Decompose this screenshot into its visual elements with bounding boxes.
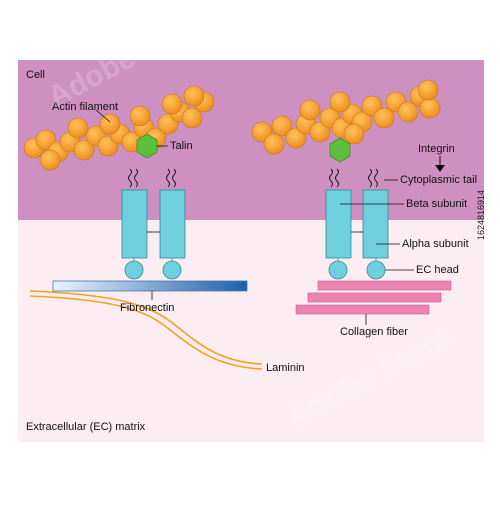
- talin-label: Talin: [170, 140, 193, 152]
- laminin-fiber: [29, 290, 263, 370]
- integrin-left: [121, 189, 186, 280]
- ec-matrix-label: Extracellular (EC) matrix: [26, 421, 146, 433]
- ec-matrix-region: [18, 220, 484, 442]
- cytoplasmic-tails-left: [128, 168, 176, 188]
- cyto-tail-label: Cytoplasmic tail: [400, 174, 477, 186]
- cytoplasmic-tails-right: [329, 168, 378, 188]
- beta-label: Beta subunit: [406, 198, 467, 210]
- integrin-arrow: [435, 156, 445, 172]
- actin-filament-right: [251, 79, 441, 155]
- ec-head-label: EC head: [416, 264, 459, 276]
- collagen-fiber: [295, 280, 452, 315]
- talin-right: [329, 137, 351, 163]
- actin-filament-left: [23, 85, 215, 171]
- cell-label: Cell: [26, 69, 45, 81]
- laminin-label: Laminin: [266, 362, 305, 374]
- talin-left: [136, 133, 158, 159]
- image-id: 1624816914: [476, 189, 486, 240]
- integrin-label: Integrin: [418, 143, 455, 155]
- integrin-right: [325, 189, 389, 280]
- collagen-label: Collagen fiber: [340, 326, 408, 338]
- alpha-label: Alpha subunit: [402, 238, 469, 250]
- actin-label: Actin filament: [52, 101, 118, 113]
- fibronectin-label: Fibronectin: [120, 302, 174, 314]
- fibronectin-bar: [52, 280, 248, 292]
